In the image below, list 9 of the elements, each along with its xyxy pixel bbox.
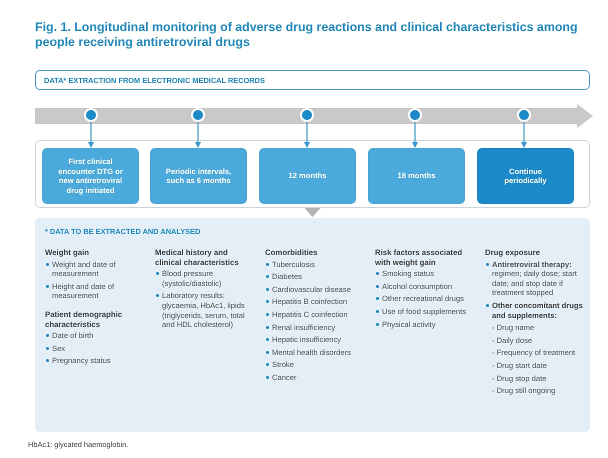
arrow	[304, 122, 310, 148]
arrow	[195, 122, 201, 148]
timeline-panel	[35, 140, 590, 208]
pointer-arrow	[304, 208, 320, 217]
figure-title: Fig. 1. Longitudinal monitoring of adverse drug reactions and clinical characteristics among people receiving antiretroviral drugs	[35, 20, 579, 50]
arrow	[521, 122, 527, 148]
arrow	[88, 122, 94, 148]
info-panel	[35, 218, 590, 432]
arrow	[412, 122, 418, 148]
